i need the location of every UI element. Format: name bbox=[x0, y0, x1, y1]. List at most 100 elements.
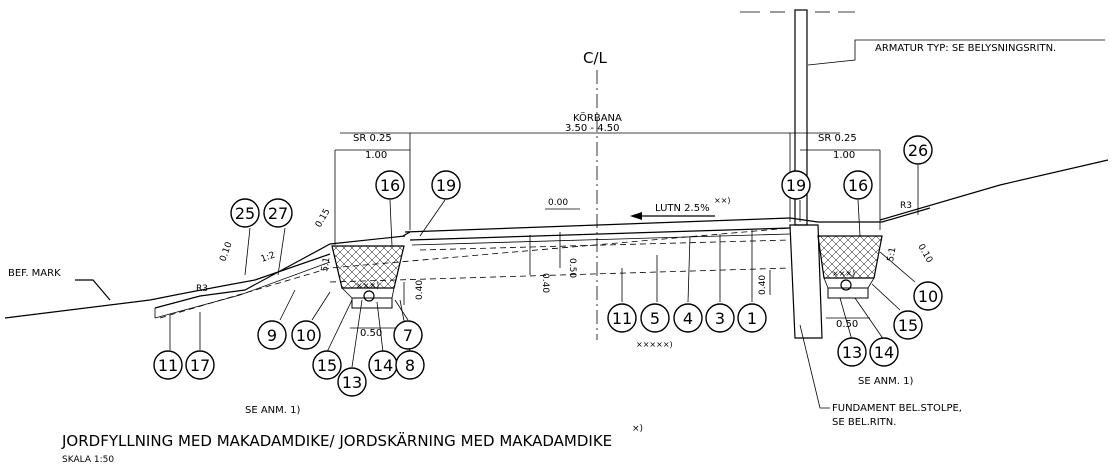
callout-15: 15 bbox=[893, 310, 923, 340]
callout-number: 10 bbox=[918, 287, 938, 306]
level-label: 0.00 bbox=[548, 198, 568, 208]
r3-left-label: R3 bbox=[196, 284, 208, 294]
right-shoulder bbox=[789, 207, 931, 223]
callout-16: 16 bbox=[843, 170, 873, 200]
fundament-label-2: SE BEL.RITN. bbox=[832, 417, 896, 428]
callout-26: 26 bbox=[903, 135, 933, 165]
callout-number: 26 bbox=[908, 141, 928, 160]
centerline-label: C/L bbox=[583, 49, 608, 67]
d-010-right: 0.10 bbox=[915, 243, 934, 266]
callout-number: 16 bbox=[380, 176, 400, 195]
sr-left-label: SR 0.25 bbox=[353, 133, 392, 144]
callout-number: 17 bbox=[190, 356, 210, 375]
armatur-label: ARMATUR TYP: SE BELYSNINGSRITN. bbox=[875, 43, 1056, 54]
callout-11: 11 bbox=[153, 350, 183, 380]
callout-5: 5 bbox=[640, 303, 670, 333]
bef-mark-leader bbox=[75, 279, 111, 301]
scale-label: SKALA 1:50 bbox=[62, 455, 114, 465]
d-050-right: 0.50 bbox=[836, 319, 858, 330]
pavement-layer-2 bbox=[411, 233, 791, 246]
d-040-mid: 0.40 bbox=[540, 273, 550, 293]
ratio-51-right: 5:1 bbox=[886, 247, 898, 263]
title-mark: ×) bbox=[632, 424, 643, 434]
callout-10: 10 bbox=[291, 320, 321, 350]
ratio-51-left: 5:1 bbox=[320, 257, 332, 273]
anm-left-label: SE ANM. 1) bbox=[245, 405, 301, 416]
fundament-leader bbox=[799, 324, 830, 409]
d-050-left: 0.50 bbox=[360, 328, 382, 339]
d-050-mid: 0.50 bbox=[567, 258, 577, 278]
callout-number: 4 bbox=[683, 309, 693, 328]
callout-number: 7 bbox=[403, 326, 413, 345]
callout-8: 8 bbox=[395, 350, 425, 380]
callout-number: 14 bbox=[373, 356, 393, 375]
dim-ticks bbox=[350, 232, 870, 329]
fundament-label-1: FUNDAMENT BEL.STOLPE, bbox=[832, 403, 962, 414]
callout-number: 27 bbox=[268, 204, 288, 223]
anm-right-label: SE ANM. 1) bbox=[858, 376, 914, 387]
callout-4: 4 bbox=[673, 303, 703, 333]
callout-number: 15 bbox=[898, 316, 918, 335]
callout-number: 19 bbox=[786, 176, 806, 195]
callout-14: 14 bbox=[368, 350, 398, 380]
d-040-left: 0.40 bbox=[415, 280, 425, 300]
left-trench-lower bbox=[341, 287, 353, 299]
callout-number: 9 bbox=[267, 326, 277, 345]
callout-number: 14 bbox=[874, 343, 894, 362]
xxxxx-label: ×××××) bbox=[636, 340, 673, 349]
dim-100-right: 1.00 bbox=[833, 150, 855, 161]
callout-number: 5 bbox=[650, 309, 660, 328]
pavement-top bbox=[404, 217, 791, 233]
left-subgrade-line bbox=[159, 227, 791, 319]
pole-foundation bbox=[789, 224, 823, 339]
existing-ground-line bbox=[4, 253, 331, 319]
slope-mark: ××) bbox=[714, 196, 731, 205]
drawing-title: JORDFYLLNING MED MAKADAMDIKE/ JORDSKÄRNI… bbox=[61, 431, 612, 450]
lane-width-label: 3.50 - 4.50 bbox=[565, 123, 620, 134]
slope-label: LUTN 2.5% bbox=[655, 203, 710, 214]
left-shoulder bbox=[402, 231, 411, 237]
callout-number: 15 bbox=[317, 356, 337, 375]
callout-number: 10 bbox=[296, 326, 316, 345]
right-pipe-bed bbox=[827, 287, 869, 299]
callout-11: 11 bbox=[607, 303, 637, 333]
callout-number: 25 bbox=[235, 204, 255, 223]
right-trench-lower-r bbox=[867, 277, 875, 289]
subbase-bottom bbox=[329, 267, 791, 283]
callout-number: 11 bbox=[158, 356, 178, 375]
callout-15: 15 bbox=[312, 350, 342, 380]
callout-13: 13 bbox=[337, 367, 367, 397]
callout-1: 1 bbox=[737, 303, 767, 333]
d-015: 0.15 bbox=[314, 207, 333, 229]
r3-right-label: R3 bbox=[900, 201, 912, 211]
callout-number: 11 bbox=[612, 309, 632, 328]
existing-ground-line-right bbox=[879, 159, 1109, 221]
ratio-12: 1:2 bbox=[260, 250, 277, 264]
bef-mark-label: BEF. MARK bbox=[8, 268, 61, 279]
dim-100-left: 1.00 bbox=[365, 150, 387, 161]
callout-number: 13 bbox=[342, 373, 362, 392]
callout-number: 3 bbox=[715, 309, 725, 328]
d-040-right: 0.40 bbox=[758, 275, 768, 295]
callout-19: 19 bbox=[781, 170, 811, 200]
callout-number: 19 bbox=[436, 176, 456, 195]
base-layer-bottom bbox=[419, 239, 791, 251]
callout-7: 7 bbox=[393, 320, 423, 350]
callout-27: 27 bbox=[263, 198, 293, 228]
armatur-leader bbox=[807, 39, 1105, 66]
callout-16: 16 bbox=[375, 170, 405, 200]
sr-right-label: SR 0.25 bbox=[818, 133, 857, 144]
d-010-left: 0.10 bbox=[218, 241, 234, 264]
callout-13: 13 bbox=[837, 337, 867, 367]
slope-arrow-head bbox=[630, 212, 642, 220]
callout-14: 14 bbox=[869, 337, 899, 367]
callout-number: 13 bbox=[842, 343, 862, 362]
left-pipe-bed bbox=[351, 297, 393, 309]
pavement-layer-1 bbox=[409, 227, 791, 241]
left-trench-lower-r bbox=[391, 287, 395, 299]
left-embankment-slope bbox=[154, 235, 406, 309]
callout-number: 8 bbox=[405, 356, 415, 375]
korbana-label: KÖRBANA bbox=[573, 111, 622, 124]
